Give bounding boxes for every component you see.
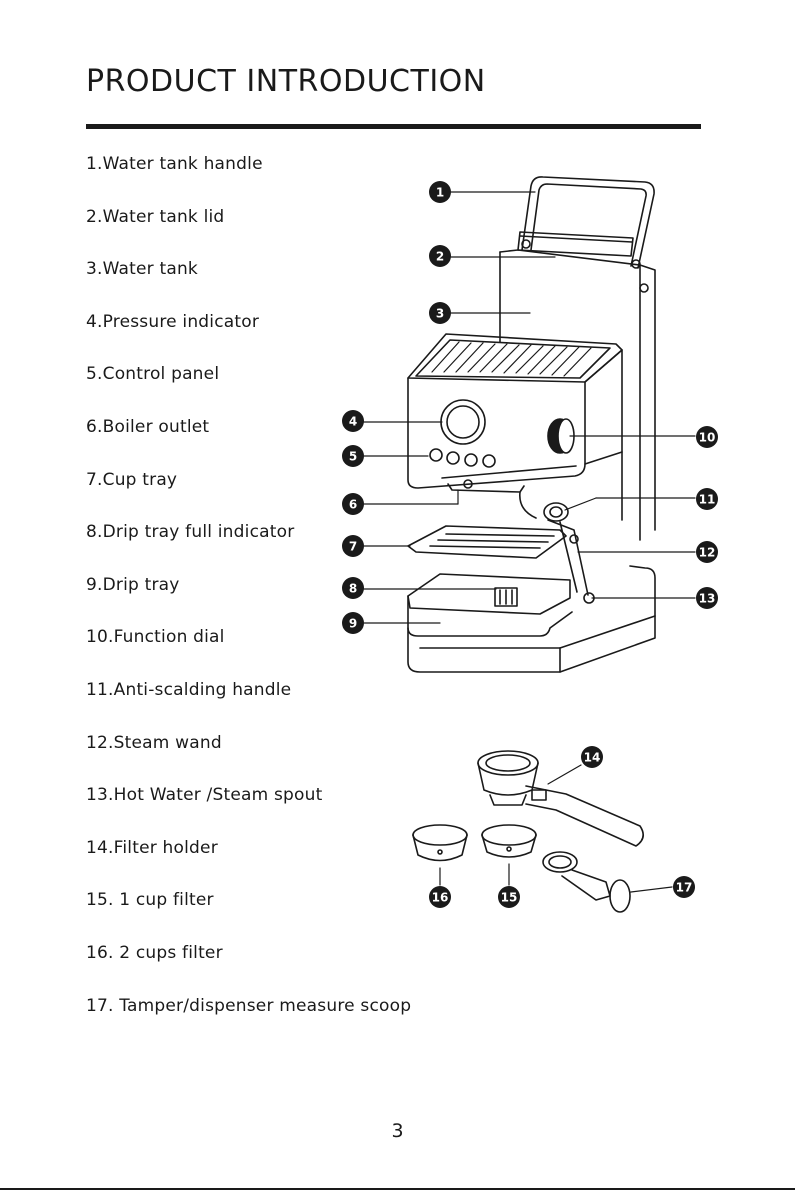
part-item: 12.Steam wand <box>86 732 222 753</box>
part-item: 14.Filter holder <box>86 837 218 858</box>
part-item: 10.Function dial <box>86 627 225 648</box>
callout-number: 9 <box>349 617 357 631</box>
machine-body-drawing <box>407 333 623 521</box>
parts-list: 1.Water tank handle 2.Water tank lid 3.W… <box>86 150 411 1044</box>
tamper-scoop-drawing <box>542 851 631 913</box>
part-item: 5.Control panel <box>86 364 220 385</box>
callout-number: 16 <box>432 891 449 905</box>
callout-leader-lines <box>363 191 696 893</box>
callout-number: 2 <box>436 250 444 264</box>
part-item: 16. 2 cups filter <box>86 942 223 963</box>
two-cup-filter-drawing <box>412 824 468 862</box>
part-item: 1.Water tank handle <box>86 154 263 174</box>
part-item: 8.Drip tray full indicator <box>86 522 295 543</box>
callout-number: 13 <box>699 592 716 606</box>
callout-marker: 1 <box>429 181 451 203</box>
callout-number: 12 <box>699 546 716 560</box>
control-buttons-drawing <box>429 448 496 468</box>
function-dial-drawing <box>547 418 575 454</box>
callout-marker: 12 <box>696 541 718 563</box>
bottom-edge-line <box>0 1188 795 1190</box>
water-tank-drawing <box>499 249 656 541</box>
part-item: 6.Boiler outlet <box>86 416 210 437</box>
part-item: 3.Water tank <box>86 259 198 280</box>
callout-marker: 11 <box>696 488 718 510</box>
page-title: PRODUCT INTRODUCTION <box>86 64 486 99</box>
cup-tray-drawing <box>407 525 567 559</box>
callout-number: 15 <box>501 891 518 905</box>
drip-tray-drawing <box>407 573 573 637</box>
callout-marker: 6 <box>342 493 364 515</box>
callout-marker: 14 <box>581 746 603 768</box>
part-item: 15. 1 cup filter <box>86 890 214 911</box>
callout-marker: 7 <box>342 535 364 557</box>
pressure-gauge-drawing <box>440 399 486 445</box>
brew-head-drawing <box>447 479 525 493</box>
callout-number: 17 <box>676 881 693 895</box>
callout-marker: 8 <box>342 577 364 599</box>
part-item: 11.Anti-scalding handle <box>86 679 292 700</box>
steam-wand-drawing <box>519 491 595 604</box>
callout-marker: 4 <box>342 410 364 432</box>
callout-number: 4 <box>349 415 357 429</box>
callout-marker: 3 <box>429 302 451 324</box>
part-item: 2.Water tank lid <box>86 206 225 227</box>
callout-number: 6 <box>349 498 357 512</box>
callout-markers: 1 2 3 4 5 6 7 8 9 10 11 12 13 14 15 16 1… <box>342 181 718 908</box>
callout-number: 1 <box>436 186 444 200</box>
part-item: 17. Tamper/dispenser measure scoop <box>86 995 412 1016</box>
callout-number: 7 <box>349 540 357 554</box>
page-number: 3 <box>391 1120 404 1142</box>
part-item: 7.Cup tray <box>86 469 178 490</box>
callout-marker: 15 <box>498 886 520 908</box>
callout-number: 10 <box>699 431 716 445</box>
part-item: 9.Drip tray <box>86 574 180 595</box>
part-item: 4.Pressure indicator <box>86 311 260 332</box>
title-underline <box>86 124 701 129</box>
callout-number: 8 <box>349 582 357 596</box>
top-grill-ridges <box>431 341 592 377</box>
callout-marker: 13 <box>696 587 718 609</box>
filter-holder-drawing <box>477 750 644 847</box>
callout-marker: 9 <box>342 612 364 634</box>
callout-number: 14 <box>584 751 601 765</box>
one-cup-filter-drawing <box>481 824 537 858</box>
water-tank-handle-drawing <box>521 176 655 269</box>
callout-marker: 16 <box>429 886 451 908</box>
callout-marker: 2 <box>429 245 451 267</box>
callout-number: 11 <box>699 493 716 507</box>
callout-marker: 5 <box>342 445 364 467</box>
callout-marker: 10 <box>696 426 718 448</box>
water-tank-lid-drawing <box>517 231 634 257</box>
machine-base-drawing <box>407 565 656 673</box>
part-item: 13.Hot Water /Steam spout <box>86 785 323 806</box>
callout-number: 5 <box>349 450 357 464</box>
callout-marker: 17 <box>673 876 695 898</box>
callout-number: 3 <box>436 307 444 321</box>
